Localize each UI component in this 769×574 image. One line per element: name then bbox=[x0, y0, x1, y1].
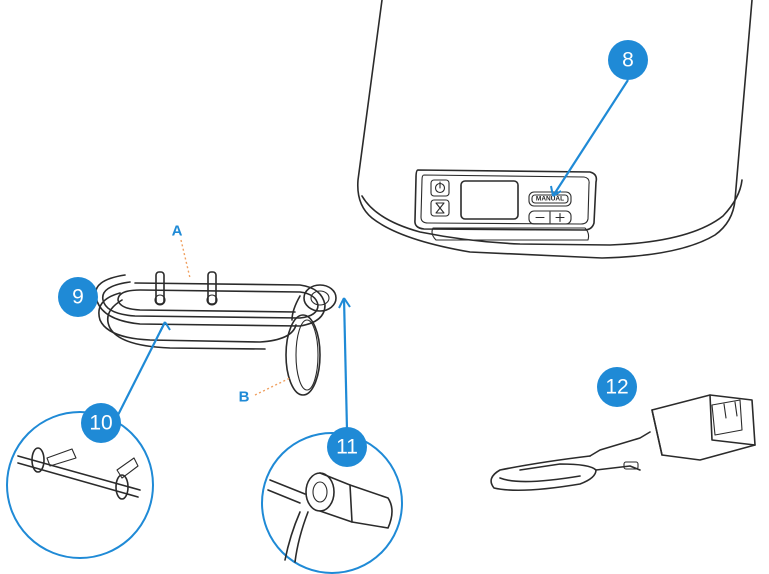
leader-a bbox=[181, 240, 190, 278]
tubing-coil bbox=[96, 272, 336, 395]
callout-8-label: 8 bbox=[622, 49, 634, 72]
letter-b: B bbox=[239, 389, 250, 406]
letter-a: A bbox=[172, 223, 183, 240]
manual-button[interactable]: MANUAL bbox=[529, 192, 571, 206]
power-icon bbox=[436, 182, 445, 193]
callout-10-label: 10 bbox=[89, 412, 112, 435]
callout-12: 12 bbox=[597, 367, 637, 407]
leader-b bbox=[255, 378, 290, 395]
leader-8 bbox=[553, 80, 628, 196]
callout-12-label: 12 bbox=[605, 376, 628, 399]
callout-9: 9 bbox=[58, 277, 98, 317]
callout-8: 8 bbox=[608, 40, 648, 80]
tube-clip-left bbox=[155, 272, 165, 305]
control-panel: MANUAL bbox=[415, 170, 596, 230]
callout-11-label: 11 bbox=[336, 436, 358, 459]
timer-button[interactable] bbox=[431, 200, 449, 216]
power-adapter bbox=[491, 395, 755, 490]
hourglass-icon bbox=[436, 203, 444, 213]
callout-10: 10 bbox=[81, 403, 121, 443]
callout-9-label: 9 bbox=[72, 286, 84, 309]
display-screen bbox=[461, 181, 518, 219]
callout-11: 11 bbox=[327, 427, 367, 467]
manual-label: MANUAL bbox=[536, 196, 564, 203]
tube-loop-b bbox=[286, 315, 320, 395]
leader-11 bbox=[344, 298, 347, 430]
tube-clip-right bbox=[207, 272, 217, 305]
device-base: MANUAL bbox=[358, 0, 752, 258]
detail-circle-10 bbox=[7, 412, 153, 558]
power-button[interactable] bbox=[431, 180, 449, 196]
plus-minus-button[interactable] bbox=[529, 211, 571, 224]
plus-minus-icon bbox=[536, 212, 564, 223]
